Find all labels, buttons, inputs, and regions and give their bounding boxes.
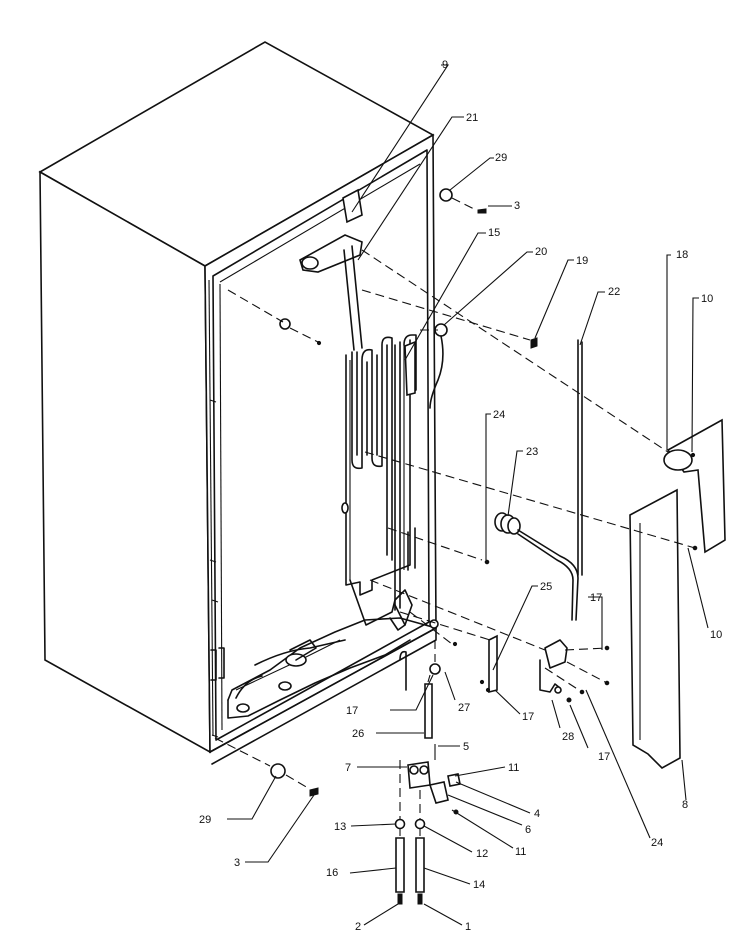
screw-3-bottom [309, 787, 319, 797]
callout-6: 6 [525, 824, 531, 836]
callout-17-left: 17 [346, 705, 358, 717]
callout-23: 23 [526, 446, 538, 458]
callout-22: 22 [608, 286, 620, 298]
callout-15: 15 [488, 227, 500, 239]
callout-2: 2 [355, 921, 361, 933]
callout-11-bottom: 11 [515, 846, 526, 858]
base-tray [227, 617, 437, 701]
callout-21: 21 [466, 112, 478, 124]
callout-17-lower: 17 [598, 751, 610, 763]
nut-13 [394, 818, 406, 830]
alignment-lines [361, 249, 696, 836]
callout-26: 26 [352, 728, 364, 740]
callout-labels: 9 21 29 3 15 20 19 22 18 10 24 23 25 17 … [199, 59, 722, 933]
callout-17-right: 17 [590, 592, 602, 604]
callout-19: 19 [576, 255, 588, 267]
grommet-29-bottom [270, 763, 286, 779]
callout-3-bottom: 3 [234, 857, 240, 869]
cord-coil-23 [494, 512, 521, 535]
callout-11-top: 11 [508, 762, 519, 774]
tube-16 [395, 837, 405, 893]
callout-27: 27 [458, 702, 470, 714]
condenser-assembly [227, 188, 439, 719]
callout-12: 12 [476, 848, 488, 860]
callout-24-bottom: 24 [651, 837, 663, 849]
leader-lines [227, 64, 709, 926]
refrigerator-cabinet [38, 41, 437, 765]
callout-24-top: 24 [493, 409, 505, 421]
cover-25 [488, 634, 498, 694]
fitting-2 [397, 893, 403, 905]
drain-tube-26 [424, 683, 433, 739]
callout-10-bottom: 10 [710, 629, 722, 641]
callout-14: 14 [473, 879, 485, 891]
callout-1: 1 [465, 921, 471, 933]
bracket-28 [544, 639, 568, 669]
callout-29-bottom: 29 [199, 814, 211, 826]
callout-20: 20 [535, 246, 547, 258]
callout-29-top: 29 [495, 152, 507, 164]
callout-18: 18 [676, 249, 688, 261]
callout-3-top: 3 [514, 200, 520, 212]
tube-14 [415, 837, 425, 893]
valve-assembly [407, 744, 461, 815]
callout-10-top: 10 [701, 293, 713, 305]
callout-7: 7 [345, 762, 351, 774]
screw-3-top [477, 208, 487, 214]
exploded-parts [214, 188, 726, 905]
screw-19 [530, 337, 538, 349]
wire-20 [429, 335, 444, 409]
grommet-29-top [439, 188, 453, 202]
callout-4: 4 [534, 808, 540, 820]
grommet-27 [429, 663, 441, 675]
callout-13: 13 [334, 821, 346, 833]
side-panel-8 [629, 488, 681, 769]
callout-17-center: 17 [522, 711, 534, 723]
callout-5: 5 [463, 741, 469, 753]
callout-28: 28 [562, 731, 574, 743]
nut-12 [414, 818, 426, 830]
top-bracket-9 [342, 188, 363, 224]
condenser-coil [351, 336, 393, 561]
valve-body-6 [428, 781, 449, 804]
callout-25: 25 [540, 581, 552, 593]
clip-15 [404, 340, 416, 397]
callout-16: 16 [326, 867, 338, 879]
cabinet-side [39, 170, 211, 754]
callout-8: 8 [682, 799, 688, 811]
callout-9: 9 [442, 59, 448, 71]
fitting-1 [417, 893, 423, 905]
